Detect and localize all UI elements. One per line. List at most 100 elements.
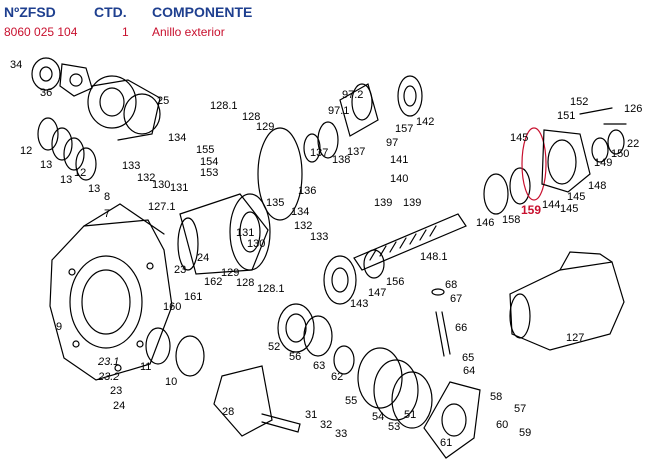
callout-9[interactable]: 9 <box>56 321 63 333</box>
callout-12[interactable]: 12 <box>74 167 87 179</box>
callout-25[interactable]: 25 <box>157 95 170 107</box>
callout-129[interactable]: 129 <box>256 121 275 133</box>
callout-128-1[interactable]: 128.1 <box>210 100 238 112</box>
callout-57[interactable]: 57 <box>514 403 527 415</box>
exploded-view-diagram <box>0 44 647 464</box>
callout-153[interactable]: 153 <box>200 167 219 179</box>
callout-23-1[interactable]: 23.1 <box>98 356 120 368</box>
callout-158[interactable]: 158 <box>502 214 521 226</box>
callout-58[interactable]: 58 <box>490 391 503 403</box>
callout-155[interactable]: 155 <box>196 144 215 156</box>
callout-127[interactable]: 127 <box>566 332 585 344</box>
callout-145[interactable]: 145 <box>510 132 529 144</box>
callout-128[interactable]: 128 <box>236 277 255 289</box>
callout-31[interactable]: 31 <box>305 409 318 421</box>
callout-145[interactable]: 145 <box>567 191 586 203</box>
callout-53[interactable]: 53 <box>388 421 401 433</box>
callout-13[interactable]: 13 <box>88 183 101 195</box>
callout-36[interactable]: 36 <box>40 87 53 99</box>
callout-161[interactable]: 161 <box>184 291 203 303</box>
callout-137[interactable]: 137 <box>347 146 366 158</box>
part-28-shaft <box>213 365 301 437</box>
callout-128[interactable]: 128 <box>242 111 261 123</box>
callout-63[interactable]: 63 <box>313 360 326 372</box>
callout-66[interactable]: 66 <box>455 322 468 334</box>
callout-128-1[interactable]: 128.1 <box>257 283 285 295</box>
callout-97-1[interactable]: 97.1 <box>328 105 350 117</box>
callout-144[interactable]: 144 <box>542 199 561 211</box>
callout-126[interactable]: 126 <box>624 103 643 115</box>
callout-34[interactable]: 34 <box>10 59 23 71</box>
callout-147[interactable]: 147 <box>368 287 387 299</box>
callout-61[interactable]: 61 <box>440 437 453 449</box>
callout-131[interactable]: 131 <box>170 182 189 194</box>
callout-148-1[interactable]: 148.1 <box>420 251 448 263</box>
callout-152[interactable]: 152 <box>570 96 589 108</box>
callout-130[interactable]: 130 <box>247 238 266 250</box>
callout-62[interactable]: 62 <box>331 371 344 383</box>
callout-146[interactable]: 146 <box>476 217 495 229</box>
callout-23[interactable]: 23 <box>174 264 187 276</box>
callout-137[interactable]: 137 <box>310 147 329 159</box>
callout-141[interactable]: 141 <box>390 154 409 166</box>
callout-12[interactable]: 12 <box>20 145 33 157</box>
callout-131[interactable]: 131 <box>236 227 255 239</box>
callout-143[interactable]: 143 <box>350 298 369 310</box>
callout-28[interactable]: 28 <box>222 406 235 418</box>
callout-159-highlighted[interactable]: 159 <box>521 203 542 217</box>
callout-32[interactable]: 32 <box>320 419 333 431</box>
callout-130[interactable]: 130 <box>152 179 171 191</box>
callout-129[interactable]: 129 <box>221 267 240 279</box>
callout-67[interactable]: 67 <box>450 293 463 305</box>
callout-64[interactable]: 64 <box>463 365 476 377</box>
callout-135[interactable]: 135 <box>266 197 285 209</box>
callout-54[interactable]: 54 <box>372 411 385 423</box>
callout-10[interactable]: 10 <box>165 376 178 388</box>
callout-52[interactable]: 52 <box>268 341 281 353</box>
callout-97[interactable]: 97 <box>386 137 399 149</box>
callout-65[interactable]: 65 <box>462 352 475 364</box>
callout-133[interactable]: 133 <box>310 231 329 243</box>
part-61-flange <box>423 381 481 459</box>
callout-56[interactable]: 56 <box>289 351 302 363</box>
callout-154[interactable]: 154 <box>200 156 219 168</box>
callout-134[interactable]: 134 <box>291 206 310 218</box>
callout-134[interactable]: 134 <box>168 132 187 144</box>
callout-33[interactable]: 33 <box>335 428 348 440</box>
callout-13[interactable]: 13 <box>40 159 53 171</box>
callout-142[interactable]: 142 <box>416 116 435 128</box>
callout-127-1[interactable]: 127.1 <box>148 201 176 213</box>
callout-133[interactable]: 133 <box>122 160 141 172</box>
callout-140[interactable]: 140 <box>390 173 409 185</box>
callout-132[interactable]: 132 <box>137 172 156 184</box>
callout-68[interactable]: 68 <box>445 279 458 291</box>
callout-24[interactable]: 24 <box>113 400 126 412</box>
callout-151[interactable]: 151 <box>557 110 576 122</box>
callout-160[interactable]: 160 <box>163 301 182 313</box>
callout-8[interactable]: 8 <box>104 191 111 203</box>
callout-145[interactable]: 145 <box>560 203 579 215</box>
callout-11[interactable]: 11 <box>140 361 152 373</box>
callout-138[interactable]: 138 <box>332 154 351 166</box>
callout-59[interactable]: 59 <box>519 427 532 439</box>
callout-55[interactable]: 55 <box>345 395 358 407</box>
callout-148[interactable]: 148 <box>588 180 607 192</box>
callout-60[interactable]: 60 <box>496 419 509 431</box>
callout-23-2[interactable]: 23.2 <box>98 371 120 383</box>
callout-23[interactable]: 23 <box>110 385 123 397</box>
callout-139[interactable]: 139 <box>374 197 393 209</box>
callout-132[interactable]: 132 <box>294 220 313 232</box>
callout-51[interactable]: 51 <box>404 409 417 421</box>
callout-156[interactable]: 156 <box>386 276 405 288</box>
callout-150[interactable]: 150 <box>611 148 630 160</box>
callout-24[interactable]: 24 <box>197 252 210 264</box>
callout-7[interactable]: 7 <box>104 208 111 220</box>
callout-162[interactable]: 162 <box>204 276 223 288</box>
callout-22[interactable]: 22 <box>627 138 640 150</box>
callout-13[interactable]: 13 <box>60 174 73 186</box>
callout-136[interactable]: 136 <box>298 185 317 197</box>
callout-97-2[interactable]: 97.2 <box>342 89 364 101</box>
callout-149[interactable]: 149 <box>594 157 613 169</box>
callout-157[interactable]: 157 <box>395 123 414 135</box>
callout-139[interactable]: 139 <box>403 197 422 209</box>
